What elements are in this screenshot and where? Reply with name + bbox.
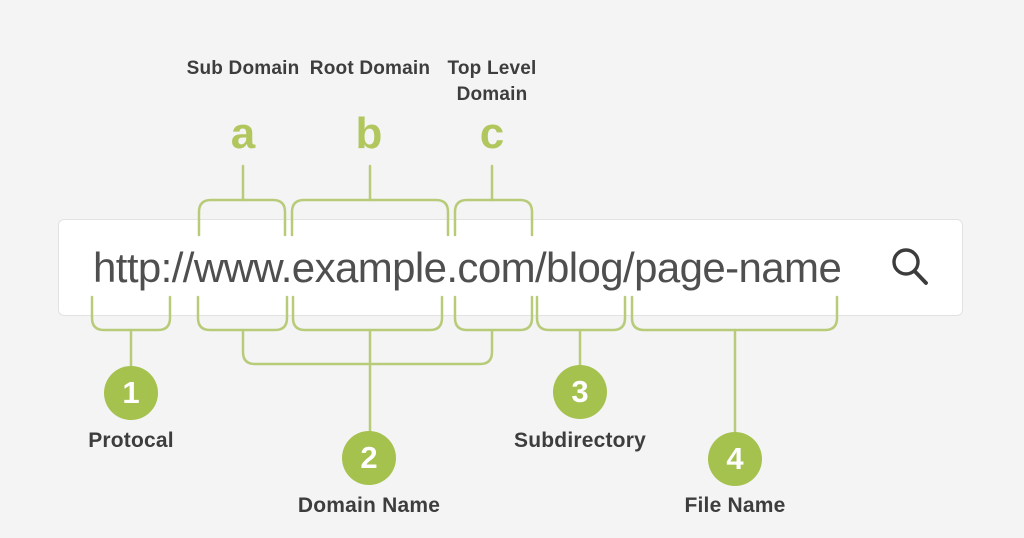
bracket-domain-name-group	[241, 328, 494, 366]
label-protocol: Protocal	[88, 429, 174, 452]
letter-c: c	[479, 109, 505, 158]
label-sub-domain: Sub Domain	[186, 58, 300, 79]
url-text: http://www.example.com/blog/page-name	[93, 244, 842, 291]
circle-3: 3	[553, 365, 607, 419]
label-file-name: File Name	[684, 494, 786, 517]
circle-2: 2	[342, 431, 396, 485]
search-icon[interactable]	[886, 243, 934, 291]
circle-1: 1	[104, 366, 158, 420]
search-icon-glass	[892, 248, 920, 276]
label-domain-name: Domain Name	[297, 494, 441, 517]
circle-4: 4	[708, 432, 762, 486]
letter-b: b	[355, 109, 383, 158]
label-subdirectory: Subdirectory	[514, 429, 646, 452]
search-icon-handle	[913, 269, 928, 285]
label-root-domain: Root Domain	[309, 58, 431, 79]
letter-a: a	[230, 109, 256, 158]
label-top-level-domain: Top Level Domain	[447, 58, 537, 105]
